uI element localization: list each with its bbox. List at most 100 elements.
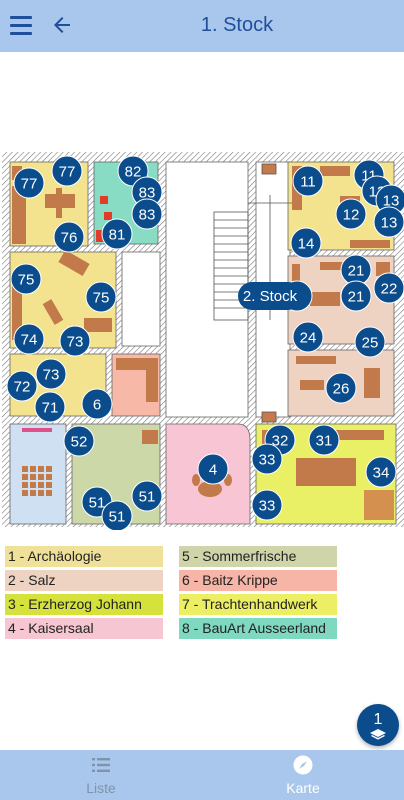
legend-item: 8 - BauArt Ausseerland (179, 618, 337, 639)
legend-item: 2 - Salz (5, 570, 163, 591)
room-marker-circle[interactable] (365, 456, 397, 488)
room-marker-label: 73 (67, 334, 84, 351)
room-marker[interactable]: 77 (13, 167, 45, 199)
room-marker-circle[interactable] (53, 221, 85, 253)
room-marker-circle[interactable] (51, 155, 83, 187)
room-marker-circle[interactable] (308, 424, 340, 456)
room-marker[interactable]: 83 (131, 198, 163, 230)
room-marker-circle[interactable] (251, 443, 283, 475)
room-marker[interactable]: 51 (131, 480, 163, 512)
room-marker-label: 73 (43, 367, 60, 384)
room-marker-label: 13 (383, 193, 400, 210)
room-marker[interactable]: 33 (251, 443, 283, 475)
room-marker[interactable]: 77 (51, 155, 83, 187)
room-marker[interactable]: 12 (335, 198, 367, 230)
upper-floor-link[interactable]: 2. Stock (238, 282, 302, 310)
floor-number: 1 (373, 710, 383, 728)
room-marker-label: 51 (109, 509, 126, 526)
room-marker-label: 34 (373, 465, 390, 482)
room-marker[interactable]: 74 (13, 323, 45, 355)
room-marker[interactable]: 21 (340, 280, 372, 312)
room-marker-circle[interactable] (335, 198, 367, 230)
room-marker-circle[interactable] (290, 227, 322, 259)
room-marker[interactable]: 52 (63, 425, 95, 457)
room-marker[interactable]: 75 (10, 263, 42, 295)
layers-icon (370, 728, 386, 740)
room-marker[interactable]: 14 (290, 227, 322, 259)
room-marker-circle[interactable] (373, 272, 404, 304)
room-marker-circle[interactable] (101, 500, 133, 530)
room-marker-circle[interactable] (292, 321, 324, 353)
room-marker-circle[interactable] (101, 218, 133, 250)
room-marker[interactable]: 81 (101, 218, 133, 250)
room-marker[interactable]: 51 (101, 500, 133, 530)
room-marker-circle[interactable] (13, 323, 45, 355)
room-marker-circle[interactable] (373, 206, 404, 238)
room-marker-label: 83 (139, 207, 156, 224)
tab-map-label: Karte (286, 780, 320, 796)
room-marker-circle[interactable] (340, 280, 372, 312)
legend-item: 1 - Archäologie (5, 546, 163, 567)
room-marker[interactable]: 75 (85, 281, 117, 313)
room-marker[interactable]: 22 (373, 272, 404, 304)
room-marker[interactable]: 24 (292, 321, 324, 353)
room-marker-circle[interactable] (10, 263, 42, 295)
room-markers[interactable]: 7777828383817611111213121314757532121227… (6, 155, 404, 530)
room-marker-label: 75 (93, 290, 110, 307)
room-marker-circle[interactable] (13, 167, 45, 199)
room-marker[interactable]: 76 (53, 221, 85, 253)
seating-area (22, 428, 52, 496)
room-marker[interactable]: 73 (35, 358, 67, 390)
room-marker-label: 4 (209, 462, 217, 479)
room-marker-label: 13 (381, 215, 398, 232)
room-marker[interactable]: 21 (340, 254, 372, 286)
room-marker[interactable]: 31 (308, 424, 340, 456)
room-marker-circle[interactable] (131, 198, 163, 230)
room-marker-label: 11 (300, 174, 316, 191)
room-marker[interactable]: 4 (197, 453, 229, 485)
room-marker-circle[interactable] (354, 326, 386, 358)
tab-map[interactable]: Karte (202, 750, 404, 800)
room-marker[interactable]: 6 (81, 388, 113, 420)
room-marker-circle[interactable] (6, 370, 38, 402)
room-marker-circle[interactable] (197, 453, 229, 485)
room-marker[interactable]: 72 (6, 370, 38, 402)
room-marker[interactable]: 71 (34, 391, 66, 423)
room-marker-circle[interactable] (59, 325, 91, 357)
room-marker-circle[interactable] (251, 489, 283, 521)
floor-plan-map[interactable]: 7777828383817611111213121314757532121227… (0, 150, 404, 530)
bottom-nav: Liste Karte (0, 750, 404, 800)
room-marker[interactable]: 25 (354, 326, 386, 358)
room-marker[interactable]: 11 (292, 165, 324, 197)
floor-select-button[interactable]: 1 (357, 704, 399, 746)
room-marker-circle[interactable] (325, 372, 357, 404)
room-marker-circle[interactable] (34, 391, 66, 423)
room-marker-circle[interactable] (35, 358, 67, 390)
staircase (213, 163, 296, 423)
room-marker-label: 25 (362, 335, 379, 352)
room-marker-circle[interactable] (63, 425, 95, 457)
menu-icon[interactable] (10, 16, 32, 36)
room-marker-label: 21 (348, 289, 365, 306)
back-arrow-icon[interactable] (50, 13, 74, 37)
tab-list[interactable]: Liste (0, 750, 202, 800)
room-marker-label: 74 (21, 332, 38, 349)
room-marker-label: 12 (343, 207, 360, 224)
room-marker-circle[interactable] (131, 480, 163, 512)
room-marker[interactable]: 26 (325, 372, 357, 404)
room-marker-circle[interactable] (81, 388, 113, 420)
room-marker[interactable]: 83 (131, 176, 163, 208)
room-marker-label: 51 (89, 495, 106, 512)
room-marker[interactable]: 73 (59, 325, 91, 357)
room-marker[interactable]: 33 (251, 489, 283, 521)
room-marker-label: 75 (18, 272, 35, 289)
room-marker-circle[interactable] (85, 281, 117, 313)
room-marker[interactable]: 34 (365, 456, 397, 488)
room-marker-circle[interactable] (292, 165, 324, 197)
room-marker[interactable]: 13 (373, 206, 404, 238)
room-marker-label: 21 (348, 263, 365, 280)
room-marker-label: 51 (139, 489, 156, 506)
list-icon (92, 758, 110, 772)
room-marker[interactable]: 13 (375, 184, 404, 216)
room-marker-label: 33 (259, 452, 276, 469)
